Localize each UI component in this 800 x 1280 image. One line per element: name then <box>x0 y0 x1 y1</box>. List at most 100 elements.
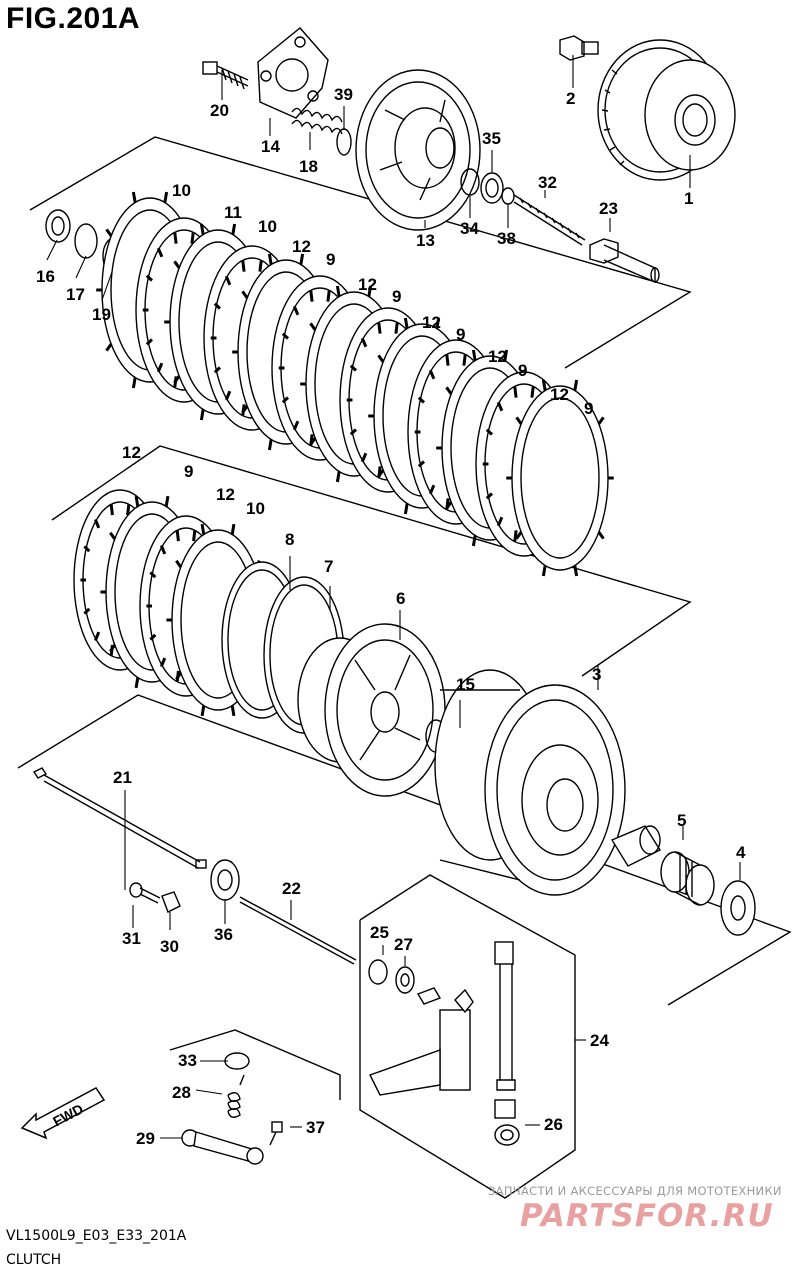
callout-38: 38 <box>497 229 516 248</box>
clutch-plate-stack-upper <box>96 191 614 577</box>
callout-27: 27 <box>394 935 413 954</box>
washer-39 <box>336 128 352 156</box>
callout-24: 24 <box>590 1031 609 1050</box>
o-ring-25 <box>368 959 388 985</box>
group-outline-middle <box>51 445 692 677</box>
callout-30: 30 <box>160 937 179 956</box>
bearing-35 <box>480 172 504 204</box>
figure-code: VL1500L9_E03_E33_201A <box>6 1228 187 1244</box>
callout-12d: 12 <box>488 347 507 366</box>
callout-37: 37 <box>306 1118 325 1137</box>
bolt-37 <box>269 1121 283 1146</box>
callout-7: 7 <box>324 557 333 576</box>
bracket-30 <box>161 891 181 913</box>
figure-caption: CLUTCH <box>6 1252 62 1268</box>
callout-8: 8 <box>285 530 294 549</box>
callout-12a: 12 <box>292 237 311 256</box>
callout-32: 32 <box>538 173 557 192</box>
push-rod-22 <box>239 896 357 965</box>
bearing-27 <box>395 966 415 994</box>
callout-9a: 9 <box>326 250 335 269</box>
callout-9e: 9 <box>584 399 593 418</box>
callout-9c: 9 <box>456 325 465 344</box>
callout-10b: 10 <box>258 217 277 236</box>
fwd-arrow-icon: FWD <box>20 1087 106 1140</box>
watermark-logo-text: PARTSFOR.RU <box>520 1198 774 1234</box>
callout-33: 33 <box>178 1051 197 1070</box>
spacer <box>610 825 662 867</box>
callout-15: 15 <box>456 675 475 694</box>
pressure-plate-13 <box>355 69 481 231</box>
callout-35: 35 <box>482 129 501 148</box>
callout-3: 3 <box>592 665 601 684</box>
nut-16 <box>45 209 71 243</box>
leader-lines <box>46 55 741 1139</box>
callout-10c: 10 <box>246 499 265 518</box>
group-outline-shift <box>359 874 576 1199</box>
washer-33 <box>224 1052 250 1070</box>
callout-36: 36 <box>214 925 233 944</box>
pushrod-23 <box>589 238 660 284</box>
callout-12b: 12 <box>358 275 377 294</box>
callout-12g: 12 <box>216 485 235 504</box>
lever-29 <box>181 1129 264 1165</box>
callout-18: 18 <box>299 157 318 176</box>
callout-12c: 12 <box>422 313 441 332</box>
clutch-plate-upper-13 <box>506 379 614 577</box>
callout-20: 20 <box>210 101 229 120</box>
washer-4 <box>720 880 756 936</box>
callout-9b: 9 <box>392 287 401 306</box>
bolt-20 <box>202 61 249 90</box>
watermark-logo: PARTSFOR.RU <box>520 1198 774 1234</box>
callout-28: 28 <box>172 1083 191 1102</box>
callout-9d: 9 <box>518 361 527 380</box>
callout-23: 23 <box>599 199 618 218</box>
watermark-tagline: ЗАПЧАСТИ И АКСЕССУАРЫ ДЛЯ МОТОТЕХНИКИ <box>488 1184 782 1198</box>
callout-17: 17 <box>66 285 85 304</box>
callout-21: 21 <box>113 768 132 787</box>
callout-31: 31 <box>122 929 141 948</box>
callout-16: 16 <box>36 267 55 286</box>
callout-12e: 12 <box>550 385 569 404</box>
callout-5: 5 <box>677 811 686 830</box>
callout-34: 34 <box>460 219 479 238</box>
callout-2: 2 <box>566 89 575 108</box>
primary-gear-1 <box>597 39 736 181</box>
clutch-sleeve-hub-6 <box>297 623 446 797</box>
washer-17 <box>74 223 98 259</box>
push-rod-21 <box>32 767 207 869</box>
callout-14: 14 <box>261 137 280 156</box>
bolt-2 <box>559 35 599 61</box>
callout-6: 6 <box>396 589 405 608</box>
group-outline-lever <box>169 1029 341 1100</box>
callout-39: 39 <box>334 85 353 104</box>
plate-14 <box>257 27 329 119</box>
callout-22: 22 <box>282 879 301 898</box>
callout-10a: 10 <box>172 181 191 200</box>
clutch-housing-3 <box>434 669 626 896</box>
spring-28 <box>227 1074 245 1118</box>
callout-26: 26 <box>544 1115 563 1134</box>
washer-34 <box>460 168 480 196</box>
rod-32 <box>513 194 586 246</box>
nut-38 <box>501 187 515 205</box>
release-assembly-24 <box>369 941 516 1096</box>
callout-29: 29 <box>136 1129 155 1148</box>
callout-11: 11 <box>224 203 242 222</box>
callout-13: 13 <box>416 231 435 250</box>
clutch-plate-stack-middle <box>73 489 345 734</box>
callout-25: 25 <box>370 923 389 942</box>
spring-18 <box>291 107 343 135</box>
callout-4: 4 <box>736 843 746 862</box>
pin <box>416 987 442 1005</box>
callout-1: 1 <box>684 189 693 208</box>
callout-labels: 1 2 3 4 5 6 7 8 9 9 9 9 9 9 10 10 10 11 … <box>36 85 746 1148</box>
oil-seal-36 <box>210 859 240 901</box>
bearing-26 <box>494 1099 520 1146</box>
figure-title: FIG.201A <box>6 2 141 35</box>
callout-12f: 12 <box>122 443 141 462</box>
needle-bearing-5 <box>660 851 715 906</box>
callout-9f: 9 <box>184 462 193 481</box>
callout-19: 19 <box>92 305 111 324</box>
